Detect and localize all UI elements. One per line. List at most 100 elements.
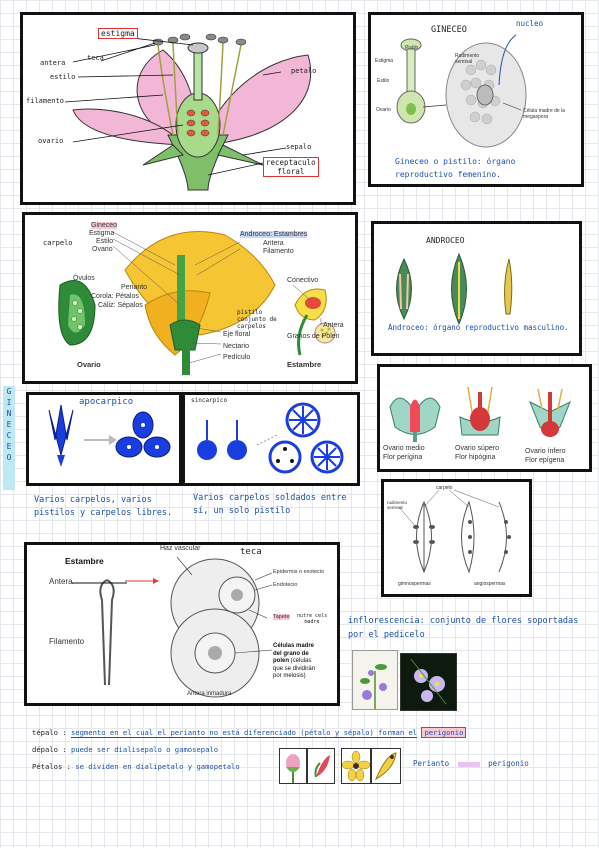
inflorescencia-line-2: por el pedicelo (348, 630, 425, 640)
ovario-supero-b: Flor hipógina (455, 454, 496, 461)
label-pediculo: Pedículo (223, 354, 251, 361)
perigonio-label: perigonio (488, 759, 529, 768)
label-gimnospermas: gimnospermas (398, 581, 431, 587)
label-pistilo: Pistilo (405, 45, 419, 51)
label-antera-e: Antera (49, 577, 73, 586)
note-dialipetalo-key: dépalo : (32, 745, 67, 754)
celulas-line-5: por meiosis) (273, 673, 306, 679)
label-petalo: petalo (291, 67, 317, 75)
celulas-line-1: Células madre (273, 643, 315, 649)
ovario-infero-a: Ovario ínfero (525, 448, 566, 455)
sincarpico-panel: sincarpico (182, 392, 360, 486)
flower-diagram-panel: estigma teca antera estilo filamento ova… (20, 12, 356, 205)
estambre-illustration (72, 556, 273, 698)
androceo-illustration (396, 252, 513, 326)
label-tapete: Tapete (273, 614, 290, 620)
arrow-icon (457, 761, 480, 767)
label-ovulos: Óvulos (73, 275, 95, 282)
ovario-medio-label: Ovario medio Flor perígina (383, 444, 425, 462)
side-tag-letter: E (6, 442, 12, 451)
note-tepalo-key: tépalo : (32, 728, 67, 737)
sincarpico-caption-1: Varios carpelos soldados entre (193, 493, 347, 503)
apocarpico-panel: apocarpico (26, 392, 182, 486)
side-tag-letter: E (6, 420, 12, 429)
perianto-photo-1 (279, 748, 307, 784)
perianto-images (279, 748, 403, 786)
label-ovario-caption: Ovario (77, 360, 101, 369)
note-petalos-value: se dividen en dialipetalo y gamopetalo (75, 762, 240, 771)
notes-block: tépalo : segmento en el cual el perianto… (32, 727, 467, 777)
label-pistilo-conjunto: pistilo conjunto de carpelos (237, 309, 277, 330)
seed-types-illustration (398, 489, 511, 574)
label-receptaculo: receptaculo (266, 158, 316, 167)
tapete-note-1: nutre cels (297, 613, 328, 619)
label-estigma: estigma (98, 28, 138, 39)
label-floral: floral (277, 167, 305, 176)
label-estilo-y: Estilo (96, 238, 114, 245)
side-tag-letter: C (6, 431, 12, 440)
sincarpico-illustration (197, 402, 344, 474)
label-teca-e: teca (240, 547, 262, 557)
perianto-arrow-row: Perianto perigonio (413, 759, 529, 768)
androceo-panel: ANDROCEO Androceo: órgano reproductivo m… (371, 221, 582, 356)
ovario-medio-b: Flor perígina (383, 454, 423, 461)
label-rudimento: Rudimento seminal (455, 53, 480, 65)
inflorescencia-line-1: inflorescencia: conjunto de flores sopor… (348, 616, 579, 626)
label-antera-2: Antera (323, 322, 344, 329)
label-nucleo: nucleo (516, 19, 544, 28)
flower-illustration (64, 33, 312, 191)
celulas-line-3: polen (células (273, 658, 315, 666)
note-petalos-key: Pétalos : (32, 762, 71, 771)
androceo-title: ANDROCEO (426, 236, 465, 245)
label-androceo: Androceo: Estambres (240, 231, 308, 238)
inflorescencia-caption: inflorescencia: conjunto de flores sopor… (348, 614, 578, 642)
label-estilo: estilo (50, 73, 76, 81)
celulas-madre-label: Células madre del grano de polen (célula… (273, 643, 315, 681)
note-tepalo-end: perigonio (421, 727, 467, 738)
androceo-caption-text: Androceo: órgano reproductivo masculino. (388, 323, 569, 332)
inflorescencia-photo-1 (352, 650, 398, 710)
estambre-panel: Estambre Antera Filamento Haz vascular t… (24, 542, 340, 706)
label-antera-inmadura: Antera inmadura (187, 691, 232, 697)
gineceo-side-tag: G I N E C E O (3, 386, 15, 490)
label-ovario: ovario (38, 137, 64, 145)
label-carpelos: carpelos (237, 323, 266, 330)
label-conectivo: Conectivo (287, 277, 319, 284)
perianto-label: Perianto (413, 759, 450, 768)
label-carpelo: carpelo (43, 239, 73, 247)
label-filamento: filamento (26, 97, 64, 105)
label-estilo-small: Estilo (377, 78, 390, 84)
tapete-note: nutre cels madre (297, 613, 327, 625)
celulas-line-3b: (células (290, 658, 312, 664)
gineceo-title: GINECEO (431, 25, 467, 35)
flower-structure-panel: carpelo Gineceo Estigma Estilo Ovario An… (22, 212, 358, 384)
label-antera: antera (40, 59, 66, 67)
perianto-photo-4 (371, 748, 401, 784)
yellow-flower-illustration (58, 231, 336, 375)
label-ovario-y: Ovario (92, 246, 113, 253)
label-eje-floral: Eje floral (223, 331, 251, 338)
label-estigma-y: Estigma (89, 230, 115, 237)
side-tag-letter: G (6, 387, 12, 396)
seed-types-panel: carpelo rudimento seminal gimnospermas a… (381, 479, 532, 597)
ovario-infero-b: Flor epígena (525, 457, 565, 464)
note-petalos: Pétalos : se dividen en dialipetalo y ga… (32, 762, 466, 771)
note-tepalo: tépalo : segmento en el cual el perianto… (32, 727, 467, 738)
note-dialipetalo: dépalo : puede ser dialisepalo o gamosep… (32, 745, 466, 754)
label-estambre-caption: Estambre (287, 360, 322, 369)
sincarpico-caption: Varios carpelos soldados entre sí, un so… (193, 492, 347, 518)
label-sepalo: sepalo (286, 143, 312, 151)
label-granos: Granos de Polen (287, 333, 340, 340)
label-epidermis: Epidermis o exotecio (273, 569, 325, 575)
label-receptaculo-floral: receptaculo floral (263, 157, 319, 177)
label-nectario: Nectario (223, 343, 250, 350)
ovario-medio-a: Ovario medio (383, 445, 425, 452)
celulas-line-3a: polen (273, 658, 289, 664)
celulas-line-4: que se dividirán (273, 665, 316, 672)
label-conjunto: conjunto de (237, 316, 277, 323)
label-carpelo-seed: carpelo (436, 485, 453, 491)
ovary-position-illustration (389, 386, 571, 442)
perianto-photo-3 (341, 748, 371, 784)
label-filamento-y: Filamento (263, 248, 294, 255)
ovario-supero-label: Ovario súpero Flor hipógina (455, 444, 499, 462)
